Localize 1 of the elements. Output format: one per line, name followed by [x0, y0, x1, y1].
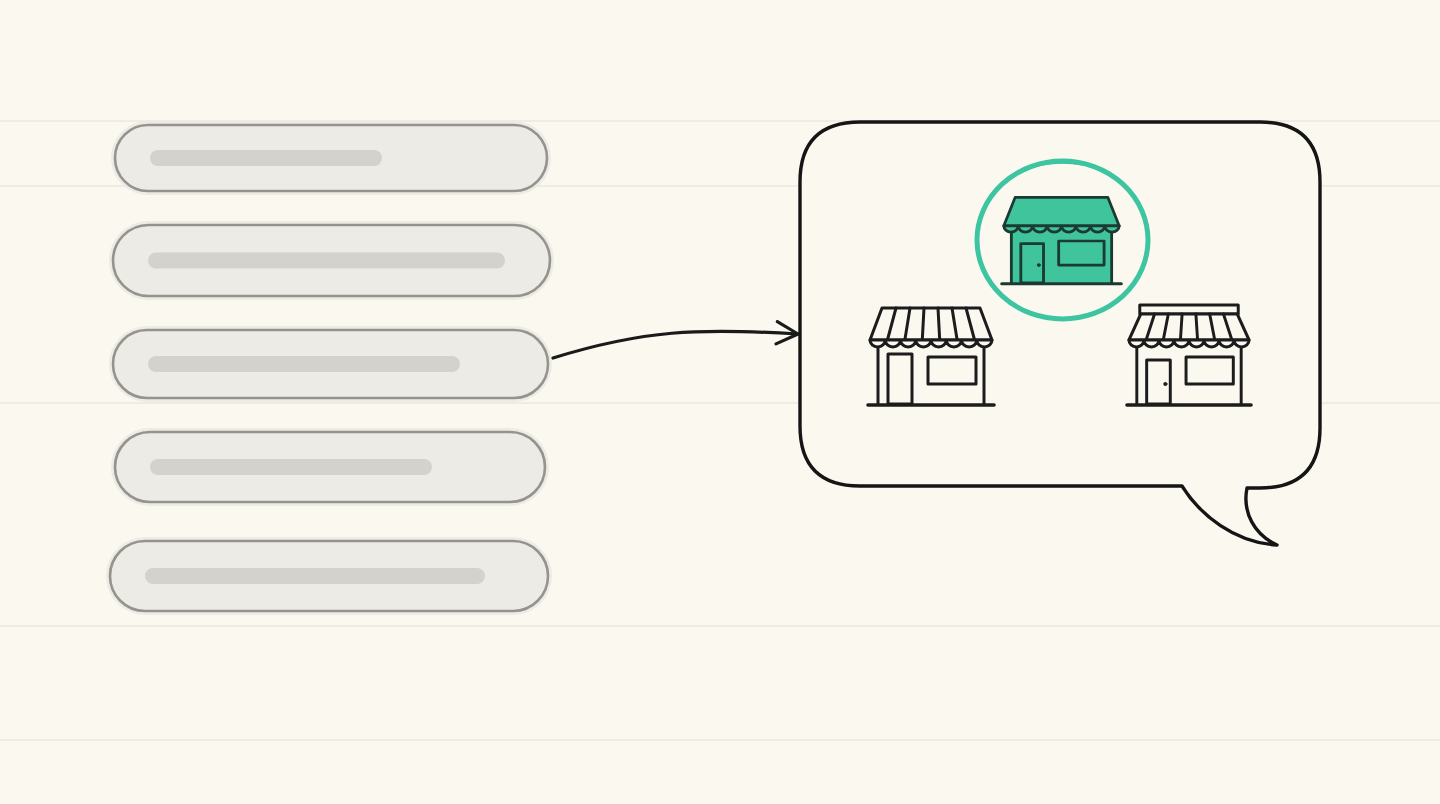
arrow: [551, 320, 800, 360]
